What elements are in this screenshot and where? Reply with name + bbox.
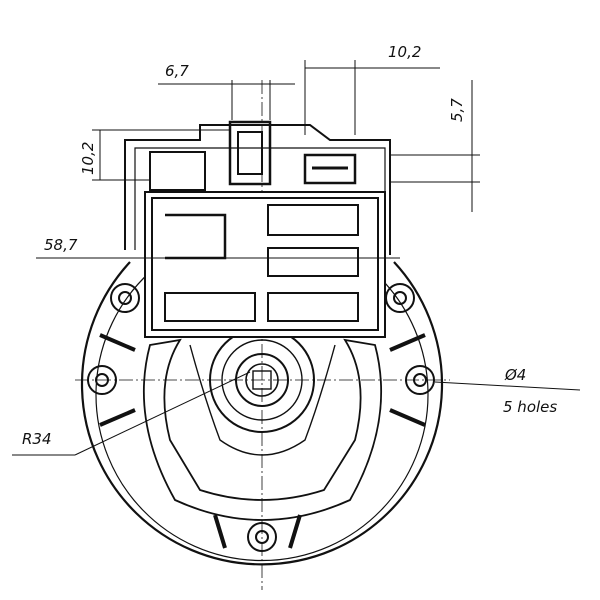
dim-top-right-offset: 10,2 (388, 43, 421, 61)
dim-right-height: 5,7 (448, 98, 466, 122)
terminal-housing (124, 120, 391, 338)
dim-top-width: 6,7 (165, 62, 189, 80)
motor-body (80, 261, 444, 566)
dim-left-height: 10,2 (79, 142, 97, 175)
dim-hole-count: 5 holes (503, 398, 557, 416)
dim-radius: R34 (22, 430, 52, 448)
dimension-lines (12, 60, 581, 456)
dim-housing-line: 58,7 (44, 236, 78, 254)
dim-hole-diameter: Ø4 (504, 366, 526, 384)
